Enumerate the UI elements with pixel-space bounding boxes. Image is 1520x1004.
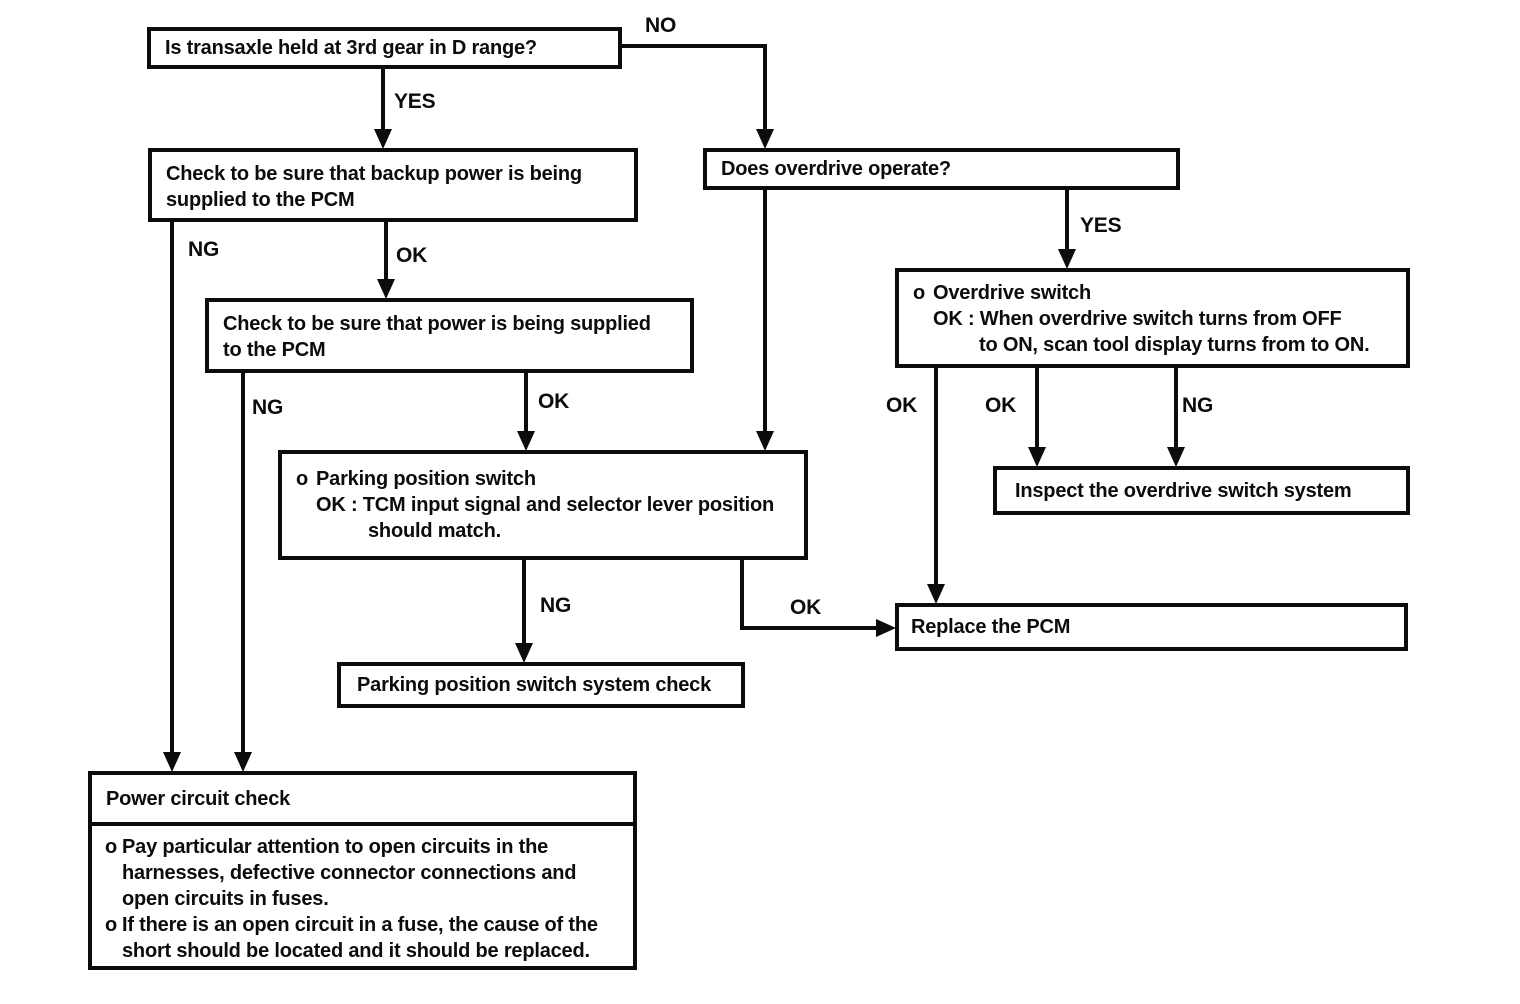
edge-label-ok: OK <box>886 394 918 417</box>
arrow-down-icon <box>374 129 392 149</box>
connector-line <box>740 559 744 630</box>
node-parking-system-check: Parking position switch system check <box>337 662 745 708</box>
edge-label-ng: NG <box>540 594 572 617</box>
edge-label-ok: OK <box>538 390 570 413</box>
ok-keyword: OK <box>316 494 346 516</box>
node-power-check: Check to be sure that power is being sup… <box>205 298 694 373</box>
node-text-line: Check to be sure that power is being sup… <box>223 313 651 335</box>
arrow-down-icon <box>1058 249 1076 269</box>
node-inspect-overdrive-switch: Inspect the overdrive switch system <box>993 466 1410 515</box>
connector-line <box>381 68 385 134</box>
connector-line <box>740 626 880 630</box>
node-text: Power circuit check <box>106 787 291 810</box>
edge-label-ng: NG <box>252 396 284 419</box>
node-text: : When overdrive switch turns from OFF <box>962 308 1342 330</box>
node-parking-position-switch: o Parking position switch OK : TCM input … <box>278 450 808 560</box>
connector-line <box>934 367 938 587</box>
connector-line <box>522 559 526 648</box>
node-overdrive-switch: o Overdrive switch OK : When overdrive sw… <box>895 268 1410 368</box>
node-text-line: o Parking position switch <box>296 466 794 492</box>
arrow-down-icon <box>377 279 395 299</box>
node-text-line: short should be located and it should be… <box>122 940 590 962</box>
node-title: Overdrive switch <box>933 282 1091 304</box>
connector-line <box>1065 190 1069 254</box>
connector-line <box>384 221 388 285</box>
edge-label-yes: YES <box>394 90 436 113</box>
arrow-down-icon <box>927 584 945 604</box>
node-text: Does overdrive operate? <box>721 158 951 180</box>
node-text-line: OK : TCM input signal and selector lever… <box>316 492 794 518</box>
node-text-line: harnesses, defective connector connectio… <box>122 862 577 884</box>
node-replace-pcm: Replace the PCM <box>895 603 1408 651</box>
node-text: Is transaxle held at 3rd gear in D range… <box>165 37 537 59</box>
connector-line <box>763 44 767 135</box>
arrow-down-icon <box>756 129 774 149</box>
node-text-line: supplied to the PCM <box>166 189 355 211</box>
edge-label-ok: OK <box>790 596 822 619</box>
node-text: Replace the PCM <box>911 616 1071 638</box>
connector-line <box>1174 367 1178 452</box>
node-text-line: o Overdrive switch <box>913 280 1396 306</box>
node-text-line: to the PCM <box>223 339 326 361</box>
connector-line <box>241 372 245 757</box>
node-text: Parking position switch system check <box>357 674 712 696</box>
node-text-line: Check to be sure that backup power is be… <box>166 163 582 185</box>
node-text-line: should match. <box>368 520 501 542</box>
node-text: Inspect the overdrive switch system <box>1015 479 1352 502</box>
node-text: : TCM input signal and selector lever po… <box>345 494 775 516</box>
arrow-down-icon <box>515 643 533 663</box>
node-title: Power circuit check <box>92 775 633 826</box>
edge-label-ng: NG <box>1182 394 1214 417</box>
arrow-down-icon <box>756 431 774 451</box>
node-text: Pay particular attention to open circuit… <box>122 836 549 858</box>
node-text: If there is an open circuit in a fuse, t… <box>122 914 598 936</box>
node-text-line: to ON, scan tool display turns from to O… <box>979 334 1370 356</box>
node-overdrive-question: Does overdrive operate? <box>703 148 1180 190</box>
arrow-down-icon <box>234 752 252 772</box>
bullet-marker: o <box>105 836 118 858</box>
connector-line <box>170 221 174 757</box>
node-transaxle-question: Is transaxle held at 3rd gear in D range… <box>147 27 622 69</box>
arrow-down-icon <box>1028 447 1046 467</box>
connector-line <box>1035 367 1039 452</box>
bullet-marker: o <box>913 282 926 304</box>
arrow-right-icon <box>876 619 896 637</box>
node-backup-power-check: Check to be sure that backup power is be… <box>148 148 638 222</box>
arrow-down-icon <box>1167 447 1185 467</box>
node-title: Parking position switch <box>316 468 536 490</box>
arrow-down-icon <box>517 431 535 451</box>
ok-keyword: OK <box>933 308 963 330</box>
edge-label-ok: OK <box>396 244 428 267</box>
node-text-line: OK : When overdrive switch turns from OF… <box>933 306 1396 332</box>
node-text-line: open circuits in fuses. <box>122 888 329 910</box>
connector-line <box>524 372 528 436</box>
edge-label-ng: NG <box>188 238 220 261</box>
arrow-down-icon <box>163 752 181 772</box>
bullet-marker: o <box>105 914 118 936</box>
bullet-marker: o <box>296 468 309 490</box>
edge-label-ok: OK <box>985 394 1017 417</box>
connector-line <box>622 44 767 48</box>
connector-line <box>763 190 767 436</box>
edge-label-yes: YES <box>1080 214 1122 237</box>
edge-label-no: NO <box>645 14 677 37</box>
